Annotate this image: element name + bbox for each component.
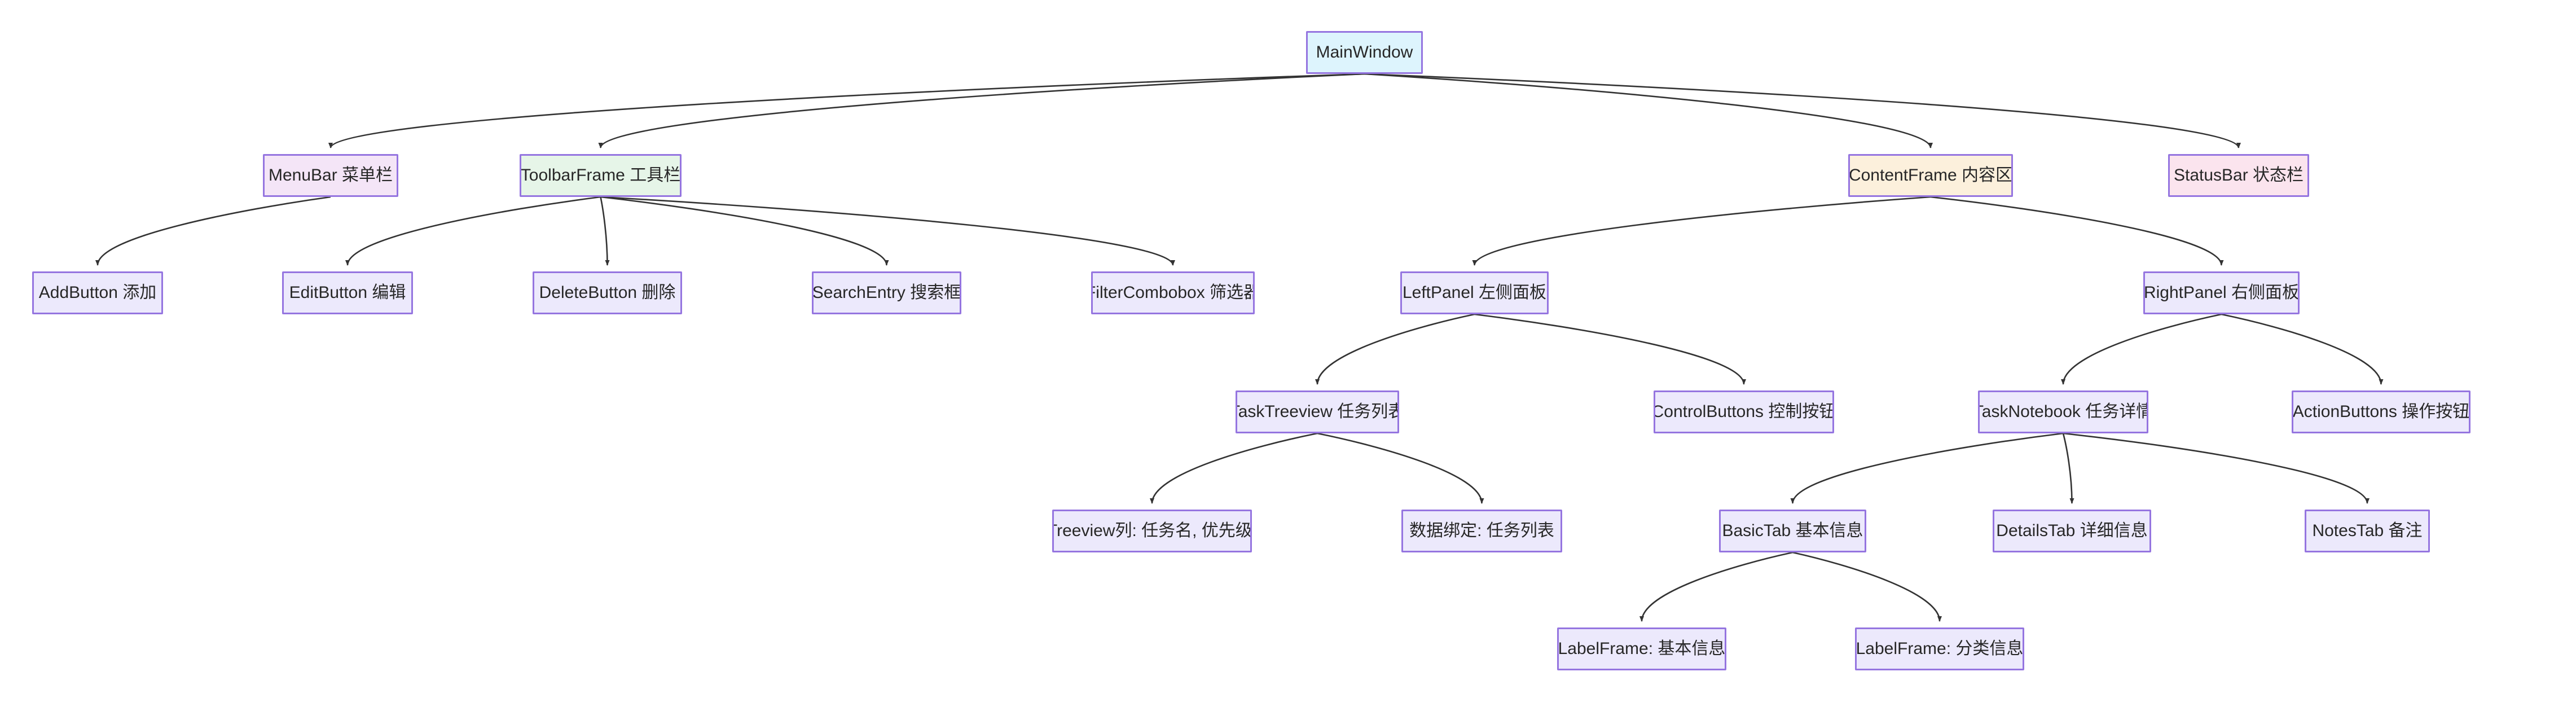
node-label: FilterCombobox 筛选器 xyxy=(1091,283,1255,302)
node-label: LabelFrame: 基本信息 xyxy=(1558,639,1726,658)
node-label: BasicTab 基本信息 xyxy=(1722,521,1863,540)
node-editbutton[interactable]: EditButton 编辑 xyxy=(282,271,413,314)
node-contentframe[interactable]: ContentFrame 内容区 xyxy=(1848,154,2013,197)
node-searchentry[interactable]: SearchEntry 搜索框 xyxy=(812,271,961,314)
edge-tasktreeview-to-databinding xyxy=(1317,432,1484,504)
node-actionbuttons[interactable]: ActionButtons 操作按钮 xyxy=(2292,390,2471,433)
node-tasknotebook[interactable]: TaskNotebook 任务详情 xyxy=(1978,390,2148,433)
edge-leftpanel-to-tasktreeview xyxy=(1315,313,1475,385)
edge-mainwindow-to-menubar xyxy=(328,73,1365,148)
edge-toolbarframe-to-editbutton xyxy=(345,196,601,266)
node-leftpanel[interactable]: LeftPanel 左侧面板 xyxy=(1400,271,1549,314)
node-addbutton[interactable]: AddButton 添加 xyxy=(32,271,163,314)
edge-toolbarframe-to-searchentry xyxy=(600,196,889,266)
node-filtercombobox[interactable]: FilterCombobox 筛选器 xyxy=(1091,271,1255,314)
edge-tasknotebook-to-detailstab xyxy=(2062,433,2074,504)
node-mainwindow[interactable]: MainWindow xyxy=(1306,31,1423,74)
node-detailstab[interactable]: DetailsTab 详细信息 xyxy=(1993,510,2151,552)
node-label: NotesTab 备注 xyxy=(2312,521,2423,540)
node-label: ControlButtons 控制按钮 xyxy=(1654,402,1834,421)
node-label: 数据绑定: 任务列表 xyxy=(1409,521,1554,540)
node-labelframecategory[interactable]: LabelFrame: 分类信息 xyxy=(1855,627,2024,670)
node-label: ActionButtons 操作按钮 xyxy=(2292,402,2470,421)
edge-basictab-to-labelframecategory xyxy=(1792,551,1942,622)
node-deletebutton[interactable]: DeleteButton 删除 xyxy=(533,271,682,314)
edge-tasknotebook-to-notestab xyxy=(2063,432,2370,504)
edge-mainwindow-to-toolbarframe xyxy=(598,73,1365,148)
node-label: LabelFrame: 分类信息 xyxy=(1856,639,2024,658)
node-label: MainWindow xyxy=(1316,42,1413,62)
node-rightpanel[interactable]: RightPanel 右侧面板 xyxy=(2143,271,2300,314)
edge-leftpanel-to-controlbuttons xyxy=(1474,313,1746,385)
node-label: TaskTreeview 任务列表 xyxy=(1236,402,1399,421)
edge-mainwindow-to-statusbar xyxy=(1364,73,2241,148)
node-label: ContentFrame 内容区 xyxy=(1848,165,2013,185)
node-label: StatusBar 状态栏 xyxy=(2173,165,2304,185)
edge-contentframe-to-leftpanel xyxy=(1472,196,1931,266)
node-controlbuttons[interactable]: ControlButtons 控制按钮 xyxy=(1654,390,1834,433)
edge-tasktreeview-to-treeviewcolumns xyxy=(1150,432,1318,504)
node-basictab[interactable]: BasicTab 基本信息 xyxy=(1719,510,1866,552)
edge-menubar-to-addbutton xyxy=(95,196,331,266)
node-label: LeftPanel 左侧面板 xyxy=(1402,283,1547,302)
edge-tasknotebook-to-basictab xyxy=(1790,432,2064,504)
node-label: AddButton 添加 xyxy=(38,283,157,302)
edge-mainwindow-to-contentframe xyxy=(1364,73,1933,148)
node-statusbar[interactable]: StatusBar 状态栏 xyxy=(2168,154,2309,197)
node-databinding[interactable]: 数据绑定: 任务列表 xyxy=(1401,510,1562,552)
node-label: ToolbarFrame 工具栏 xyxy=(520,165,681,185)
node-menubar[interactable]: MenuBar 菜单栏 xyxy=(263,154,398,197)
node-tasktreeview[interactable]: TaskTreeview 任务列表 xyxy=(1236,390,1399,433)
edge-toolbarframe-to-filtercombobox xyxy=(600,196,1175,266)
edge-rightpanel-to-actionbuttons xyxy=(2221,313,2384,385)
node-label: SearchEntry 搜索框 xyxy=(812,283,961,302)
node-label: DetailsTab 详细信息 xyxy=(1996,521,2148,540)
node-labelframebasic[interactable]: LabelFrame: 基本信息 xyxy=(1557,627,1726,670)
node-treeviewcolumns[interactable]: Treeview列: 任务名, 优先级, xyxy=(1052,510,1252,552)
node-label: DeleteButton 删除 xyxy=(539,283,676,302)
edge-contentframe-to-rightpanel xyxy=(1930,196,2224,266)
edge-basictab-to-labelframebasic xyxy=(1639,551,1793,622)
node-label: EditButton 编辑 xyxy=(289,283,406,302)
node-toolbarframe[interactable]: ToolbarFrame 工具栏 xyxy=(520,154,682,197)
edge-toolbarframe-to-deletebutton xyxy=(600,196,610,266)
node-label: Treeview列: 任务名, 优先级, xyxy=(1052,521,1252,540)
edge-rightpanel-to-tasknotebook xyxy=(2061,313,2222,385)
node-label: RightPanel 右侧面板 xyxy=(2143,283,2300,302)
node-notestab[interactable]: NotesTab 备注 xyxy=(2305,510,2430,552)
node-label: TaskNotebook 任务详情 xyxy=(1978,402,2148,421)
node-label: MenuBar 菜单栏 xyxy=(268,165,393,185)
